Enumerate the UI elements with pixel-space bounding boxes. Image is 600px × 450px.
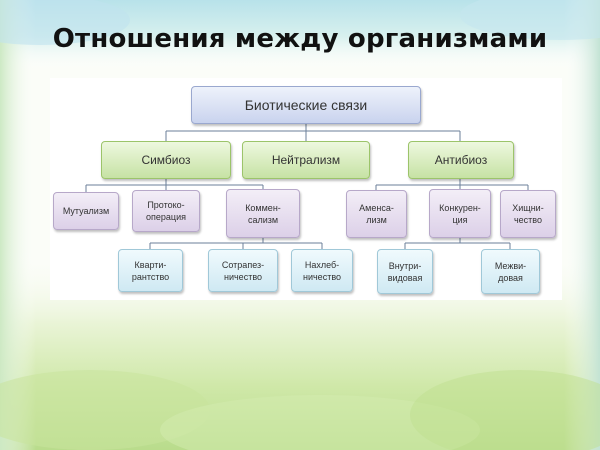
node-intraspecific: Внутри- видовая [377,249,433,294]
node-amensalism: Аменса- лизм [346,190,407,238]
node-symbiosis: Симбиоз [101,141,231,179]
node-competition: Конкурен- ция [429,189,491,238]
node-commensalism: Коммен- сализм [226,189,300,238]
node-protocooperation: Протоко- операция [132,190,200,232]
node-cohabitation: Сотрапез- ничество [208,249,278,292]
node-mutualism: Мутуализм [53,192,119,230]
node-freeloading: Нахлеб- ничество [291,249,353,292]
slide-title: Отношения между организмами [52,24,548,54]
node-tenancy: Кварти- рантство [118,249,183,292]
node-neutralism: Нейтрализм [242,141,370,179]
node-interspecific: Межви- довая [481,249,540,294]
root-node-biotic-relations: Биотические связи [191,86,421,124]
node-predation: Хищни- чество [500,190,556,238]
node-antibiosis: Антибиоз [408,141,514,179]
